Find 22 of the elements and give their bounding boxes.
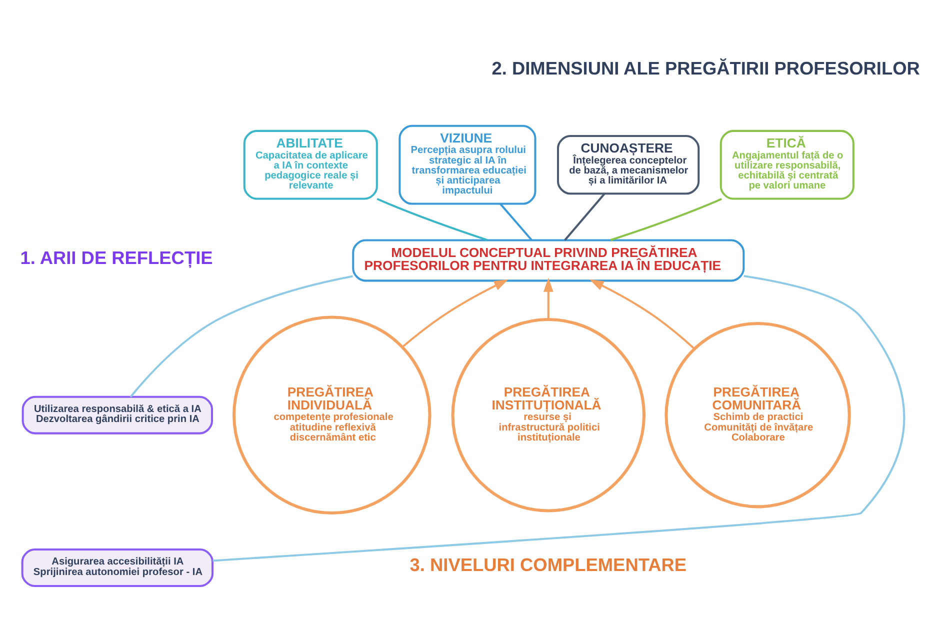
connector: [376, 197, 488, 241]
connector: [130, 274, 353, 398]
connector: [610, 197, 722, 241]
connector: [212, 274, 905, 562]
connector: [500, 202, 532, 240]
node-circle: PREGĂTIREA INDIVIDUALĂ competențe profesionale atitudine reflexivă discernământ etic: [232, 315, 432, 514]
arrow: [402, 278, 508, 348]
label: 1. ARII DE REFLECȚIE: [20, 247, 213, 268]
node-box: CUNOAȘTERE Înțelegerea conceptelor de bază, a mecanismelor și a limitărilor IA: [556, 134, 700, 194]
label: 3. NIVELURI COMPLEMENTARE: [410, 554, 687, 575]
node-box: VIZIUNE Percepția asupra rolului strategic al IA în transformarea educației și anticiparea impactului: [398, 124, 536, 204]
arrow: [543, 277, 554, 318]
connector: [564, 192, 606, 240]
node-box: Utilizarea responsabilă & etică a IA Dezvoltarea gândirii critice prin IA: [22, 395, 214, 434]
node-circle: PREGĂTIREA INSTITUȚIONALĂ resurse și infrastructură politici instituționale: [451, 317, 646, 512]
label: 2. DIMENSIUNI ALE PREGĂTIRII PROFESORILOR: [492, 58, 920, 78]
node-box: Asigurarea accesibilității IA Sprijinirea autonomiei profesor - IA: [21, 548, 214, 586]
node-box: MODELUL CONCEPTUAL PRIVIND PREGĂTIREA PROFESORILOR PENTRU INTEGRAREA IA ÎN EDUCAȚIE: [352, 238, 745, 282]
arrow: [590, 278, 696, 350]
node-box: ETICĂ Angajamentul față de o utilizare responsabilă, echitabilă și centrată pe valori umane: [720, 129, 854, 200]
node-box: ABILITATE Capacitatea de aplicare a IA în contexte pedagogice reale și relevante: [243, 129, 378, 200]
node-circle: PREGĂTIREA COMUNITARĂ Schimb de practici Comunități de învățare Colaborare: [664, 322, 851, 508]
